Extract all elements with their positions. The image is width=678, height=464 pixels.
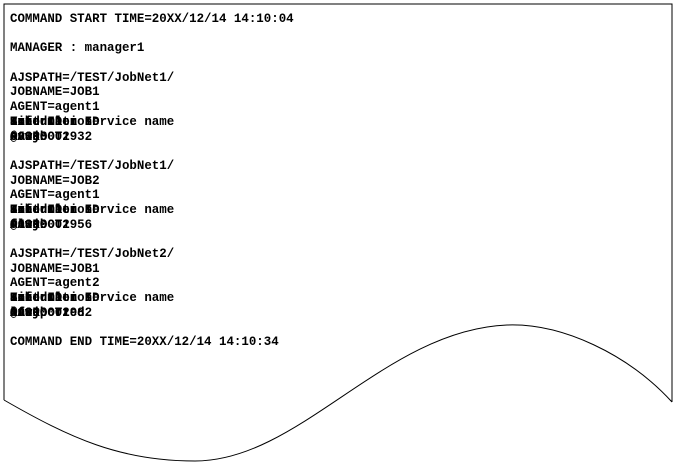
col-unit-id: Unit ID xyxy=(10,291,63,306)
table-row: @A190 00000002982 AJSROOT1 lfwjb unrepor… xyxy=(10,305,92,321)
agent-text: AGENT=agent2 xyxy=(10,276,100,291)
cell-kind: lfwjb xyxy=(10,305,48,320)
blank-line xyxy=(10,144,55,159)
console-text: COMMAND START TIME=20XX/12/14 14:10:04 M… xyxy=(10,12,294,350)
table-header: Execution ID Unit ID Scheduler service n… xyxy=(10,114,174,130)
cell-kind: flwjb xyxy=(10,217,48,232)
col-information: Information xyxy=(10,114,93,129)
cell-execution-id: @A188 xyxy=(10,129,48,144)
agent-line: AGENT=agent1 xyxy=(10,100,100,115)
col-scheduler-service-name: Scheduler service name xyxy=(10,114,175,129)
col-execution-id: Execution ID xyxy=(10,291,100,306)
agent-line: AGENT=agent2 xyxy=(10,276,100,291)
blank-line xyxy=(10,320,55,335)
col-scheduler-service-name: Scheduler service name xyxy=(10,202,175,217)
agent-text: AGENT=agent1 xyxy=(10,100,100,115)
jobname-line: JOBNAME=JOB1 xyxy=(10,85,100,100)
jobname-line: JOBNAME=JOB2 xyxy=(10,174,100,189)
table-row: @A188 00000002932 AJSROOT1 evwjb xyxy=(10,129,92,145)
col-scheduler-service-name: Scheduler service name xyxy=(10,291,175,306)
ajspath-text: AJSPATH=/TEST/JobNet1/ xyxy=(10,70,175,85)
jobname-text: JOBNAME=JOB1 xyxy=(10,85,100,100)
cell-scheduler-service-name: AJSROOT1 xyxy=(10,129,70,144)
cell-execution-id: @A189 xyxy=(10,217,48,232)
manager-line: MANAGER : manager1 xyxy=(10,41,144,56)
ajspath-line: AJSPATH=/TEST/JobNet2/ xyxy=(10,247,174,262)
table-row: @A189 00000002956 AJSROOT1 flwjb xyxy=(10,217,92,233)
agent-line: AGENT=agent1 xyxy=(10,188,100,203)
ajspath-line: AJSPATH=/TEST/JobNet1/ xyxy=(10,71,174,86)
table-header: Execution ID Unit ID Scheduler service n… xyxy=(10,291,174,306)
cell-execution-id: @A190 xyxy=(10,305,48,320)
cell-unit-id: 00000002982 xyxy=(10,305,93,320)
jobname-text: JOBNAME=JOB2 xyxy=(10,173,100,188)
col-information: Information xyxy=(10,291,93,306)
command-end-line: COMMAND END TIME=20XX/12/14 14:10:34 xyxy=(10,335,279,350)
col-kind: Kind xyxy=(10,202,40,217)
col-execution-id: Execution ID xyxy=(10,114,100,129)
col-kind: Kind xyxy=(10,291,40,306)
ajspath-text: AJSPATH=/TEST/JobNet1/ xyxy=(10,158,175,173)
col-unit-id: Unit ID xyxy=(10,202,63,217)
cell-kind: evwjb xyxy=(10,129,48,144)
col-execution-id: Execution ID xyxy=(10,202,100,217)
cell-unit-id: 00000002956 xyxy=(10,217,93,232)
cell-scheduler-service-name: AJSROOT1 xyxy=(10,305,70,320)
blank-line xyxy=(10,27,55,42)
command-start-line: COMMAND START TIME=20XX/12/14 14:10:04 xyxy=(10,12,294,27)
torn-edge-wave xyxy=(3,324,673,462)
ajspath-line: AJSPATH=/TEST/JobNet1/ xyxy=(10,159,174,174)
cell-information: unreported xyxy=(10,305,85,320)
blank-line xyxy=(10,232,55,247)
agent-text: AGENT=agent1 xyxy=(10,188,100,203)
blank-line xyxy=(10,56,55,71)
table-header: Execution ID Unit ID Scheduler service n… xyxy=(10,202,174,218)
cell-unit-id: 00000002932 xyxy=(10,129,93,144)
command-end-text: COMMAND END TIME=20XX/12/14 14:10:34 xyxy=(10,335,279,350)
jobname-text: JOBNAME=JOB1 xyxy=(10,261,100,276)
manager-text: MANAGER : manager1 xyxy=(10,41,145,56)
col-unit-id: Unit ID xyxy=(10,114,63,129)
col-kind: Kind xyxy=(10,114,40,129)
cell-scheduler-service-name: AJSROOT1 xyxy=(10,217,70,232)
command-start-text: COMMAND START TIME=20XX/12/14 14:10:04 xyxy=(10,12,294,26)
col-information: Information xyxy=(10,202,93,217)
jobname-line: JOBNAME=JOB1 xyxy=(10,262,100,277)
page-border xyxy=(3,3,673,402)
ajspath-text: AJSPATH=/TEST/JobNet2/ xyxy=(10,247,175,261)
